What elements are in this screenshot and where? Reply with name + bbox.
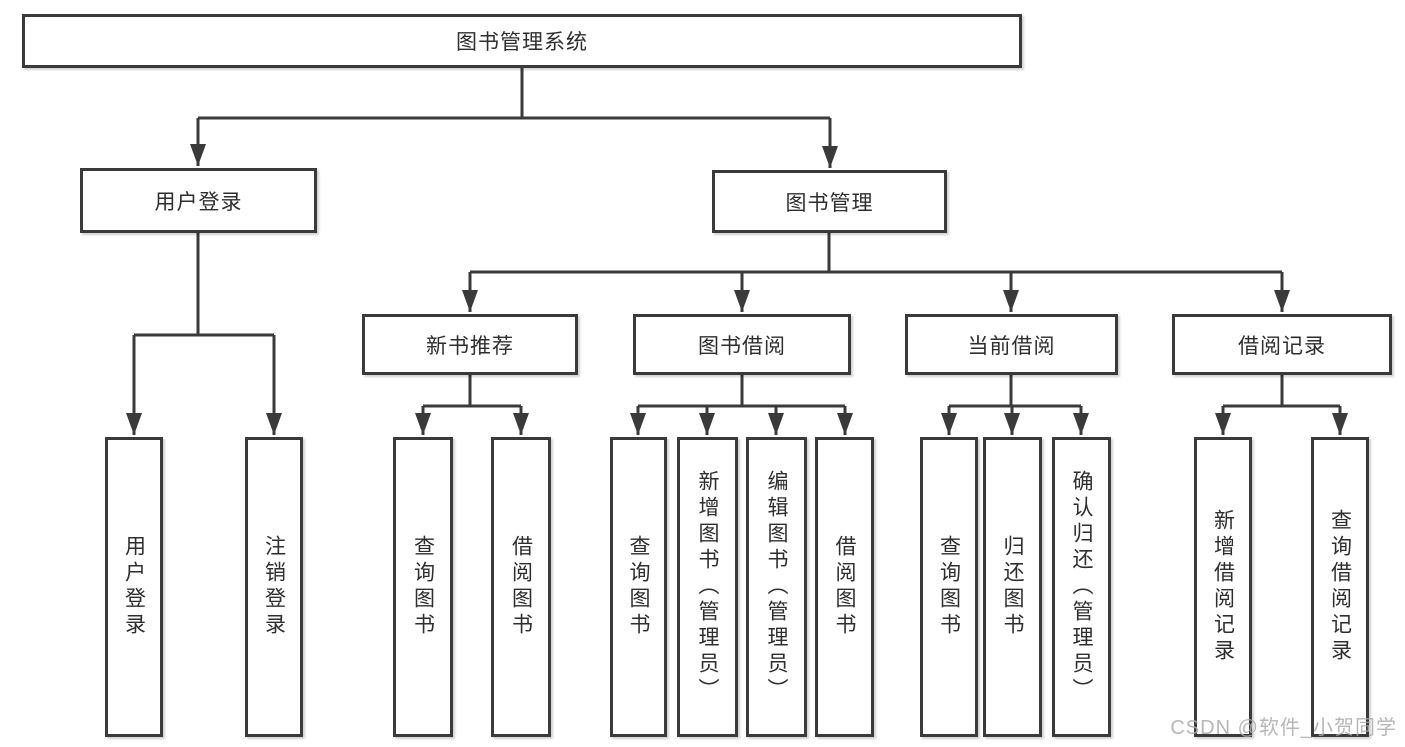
leaf-borrow-add-book-admin: 新增图书（管理员） (677, 437, 738, 737)
node-book-borrowing: 图书借阅 (633, 314, 851, 375)
edge-root-trunk (198, 68, 830, 120)
leaf-borrow-query-book: 查询图书 (610, 437, 667, 737)
edge-userlogin-trunk (134, 233, 274, 337)
edge-currentborrow-trunk (949, 375, 1081, 408)
leaf-newbook-borrow-book: 借阅图书 (491, 437, 551, 737)
leaf-user-login: 用户登录 (105, 437, 163, 737)
leaf-current-return-book: 归还图书 (983, 437, 1042, 737)
leaf-newbook-query-book: 查询图书 (393, 437, 453, 737)
node-borrowing-records: 借阅记录 (1172, 314, 1392, 375)
edge-borrowrecord-trunk (1223, 375, 1340, 408)
leaf-current-confirm-return-admin: 确认归还（管理员） (1052, 437, 1111, 737)
leaf-record-add-borrow-record: 新增借阅记录 (1194, 437, 1252, 737)
node-current-borrowing: 当前借阅 (905, 314, 1118, 375)
edge-bookmgmt-trunk (470, 233, 1282, 274)
leaf-logout-login: 注销登录 (245, 437, 303, 737)
leaf-record-query-borrow-record: 查询借阅记录 (1311, 437, 1369, 737)
node-book-management: 图书管理 (712, 170, 947, 233)
csdn-watermark: CSDN @软件_小贺同学 (1170, 717, 1397, 739)
leaf-current-query-book: 查询图书 (920, 437, 978, 737)
node-root-system: 图书管理系统 (22, 14, 1022, 68)
node-user-login: 用户登录 (80, 168, 317, 233)
edge-newbook-trunk (423, 375, 521, 408)
node-new-book-recommend: 新书推荐 (362, 314, 578, 375)
leaf-borrow-borrow-book: 借阅图书 (815, 437, 874, 737)
edge-bookborrow-trunk (638, 375, 845, 408)
leaf-borrow-edit-book-admin: 编辑图书（管理员） (746, 437, 807, 737)
